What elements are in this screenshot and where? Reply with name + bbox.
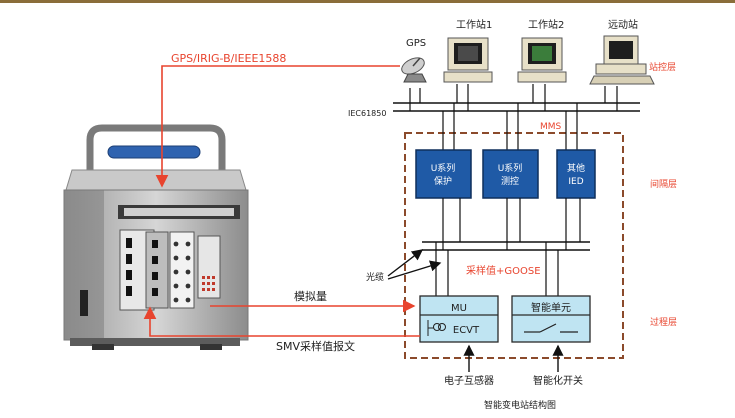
workstation-1-icon (443, 37, 493, 83)
ied-other-line2: IED (568, 177, 583, 187)
process-bus (422, 241, 590, 251)
sv-goose-label: 采样值+GOOSE (466, 264, 541, 277)
fiber-arrows (387, 249, 442, 280)
test-device-image (63, 124, 249, 350)
ied-u-measure-line2: 测控 (501, 175, 519, 187)
time-sync-link (155, 65, 400, 188)
workstation-2-icon (517, 37, 567, 83)
mu-ecvt-box: MU ECVT (419, 295, 499, 343)
remote-station-label: 远动站 (608, 18, 638, 31)
smart-switch-label: 智能化开关 (533, 374, 583, 387)
ied-u-protection-line1: U系列 (431, 162, 456, 174)
bay-layer-label: 间隔层 (650, 178, 677, 190)
ied-other-line1: 其他 (567, 162, 585, 174)
electronic-transformer-label: 电子互感器 (444, 374, 494, 387)
smv-link (143, 306, 420, 337)
diagram-caption: 智能变电站结构图 (484, 399, 556, 411)
mms-label: MMS (540, 122, 562, 132)
ied-u-protection-line2: 保护 (434, 175, 452, 187)
substation-dashed-region (404, 132, 624, 359)
ied-u-measure-line1: U系列 (498, 162, 523, 174)
analog-label: 模拟量 (294, 289, 327, 303)
time-sync-label: GPS/IRIG-B/IEEE1588 (171, 52, 286, 65)
mu-label: MU (451, 303, 467, 314)
fiber-label: 光缆 (366, 271, 384, 283)
process-layer-label: 过程层 (650, 316, 677, 328)
iec61850-label: IEC61850 (348, 109, 386, 118)
station-bus (393, 102, 640, 112)
workstation-2-label: 工作站2 (528, 18, 564, 31)
station-layer-label: 站控层 (649, 61, 676, 73)
smv-label: SMV采样值报文 (276, 339, 355, 353)
smart-unit-label: 智能单元 (531, 301, 571, 314)
switch-symbol-icon (524, 323, 578, 333)
top-accent-bar (0, 0, 735, 3)
transformer-symbol-icon (427, 320, 446, 336)
smart-unit-box: 智能单元 (511, 295, 591, 343)
gps-antenna-icon (401, 57, 427, 83)
ecvt-label: ECVT (453, 325, 480, 336)
ied-other: 其他 IED (556, 149, 596, 199)
workstation-1-label: 工作站1 (456, 18, 492, 31)
remote-station-icon (589, 35, 655, 85)
ied-u-measure-control: U系列 测控 (482, 149, 539, 199)
ied-u-protection: U系列 保护 (415, 149, 472, 199)
gps-label: GPS (406, 38, 426, 49)
